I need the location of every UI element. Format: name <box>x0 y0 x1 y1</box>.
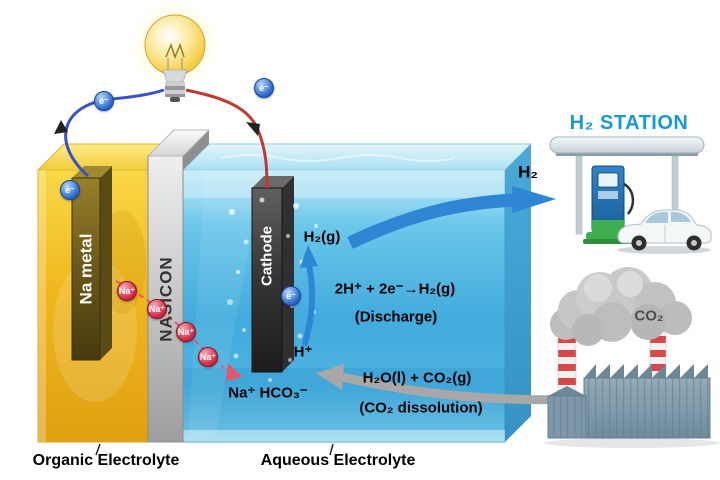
sodium-ion-badge: Na⁺ <box>176 322 196 342</box>
wire-arrow-left <box>54 120 68 134</box>
cathode-electrode <box>251 176 294 373</box>
station-pillar <box>671 155 679 215</box>
h2-up-arrow <box>300 245 318 346</box>
pointer-lines <box>95 443 334 456</box>
electron-badge: e⁻ <box>94 91 114 111</box>
aqueous-electrolyte-label: Aqueous Electrolyte <box>260 452 416 469</box>
h2-gas-label: H₂(g) <box>303 228 341 246</box>
sodium-ion-badge: Na⁺ <box>198 347 218 367</box>
h2-arrow-label: H₂ <box>518 162 538 182</box>
discharge-equation: 2H⁺ + 2e⁻→H₂(g) <box>334 280 456 298</box>
fuel-dispenser-icon <box>591 165 635 233</box>
wire-arrow-right <box>246 122 260 136</box>
bubbles <box>227 197 318 382</box>
smoke-cloud-icon <box>550 267 692 346</box>
light-bulb-icon <box>144 14 206 102</box>
h2-station-label: H₂ STATION <box>569 112 689 134</box>
co2-smoke-label: CO₂ <box>634 307 664 325</box>
sodium-ion-badge: Na⁺ <box>117 281 137 301</box>
water-surface-ripple <box>219 154 456 162</box>
electron-badge: e⁻ <box>254 78 274 98</box>
h2-station <box>549 136 712 254</box>
electron-badge: e⁻ <box>281 286 301 306</box>
dissolution-equation: H₂O(l) + CO₂(g) <box>362 369 472 387</box>
organic-electrolyte-label: Organic Electrolyte <box>32 452 180 469</box>
station-pillar <box>575 155 583 235</box>
car-icon <box>617 209 712 254</box>
proton-label: H⁺ <box>293 343 313 361</box>
external-circuit <box>54 0 269 189</box>
h2-out-arrow <box>347 186 556 249</box>
discharge-note: (Discharge) <box>354 308 438 326</box>
bicarbonate-label: Na⁺ HCO₃⁻ <box>228 384 308 402</box>
electron-badge: e⁻ <box>60 180 80 200</box>
factory <box>544 267 720 448</box>
station-canopy <box>549 136 705 154</box>
dissolution-note: (CO₂ dissolution) <box>359 399 483 417</box>
factory-building <box>547 364 711 439</box>
na-metal-label: Na metal <box>76 233 96 305</box>
sodium-ion-badge: Na⁺ <box>147 299 167 319</box>
cathode-label: Cathode <box>258 226 276 286</box>
